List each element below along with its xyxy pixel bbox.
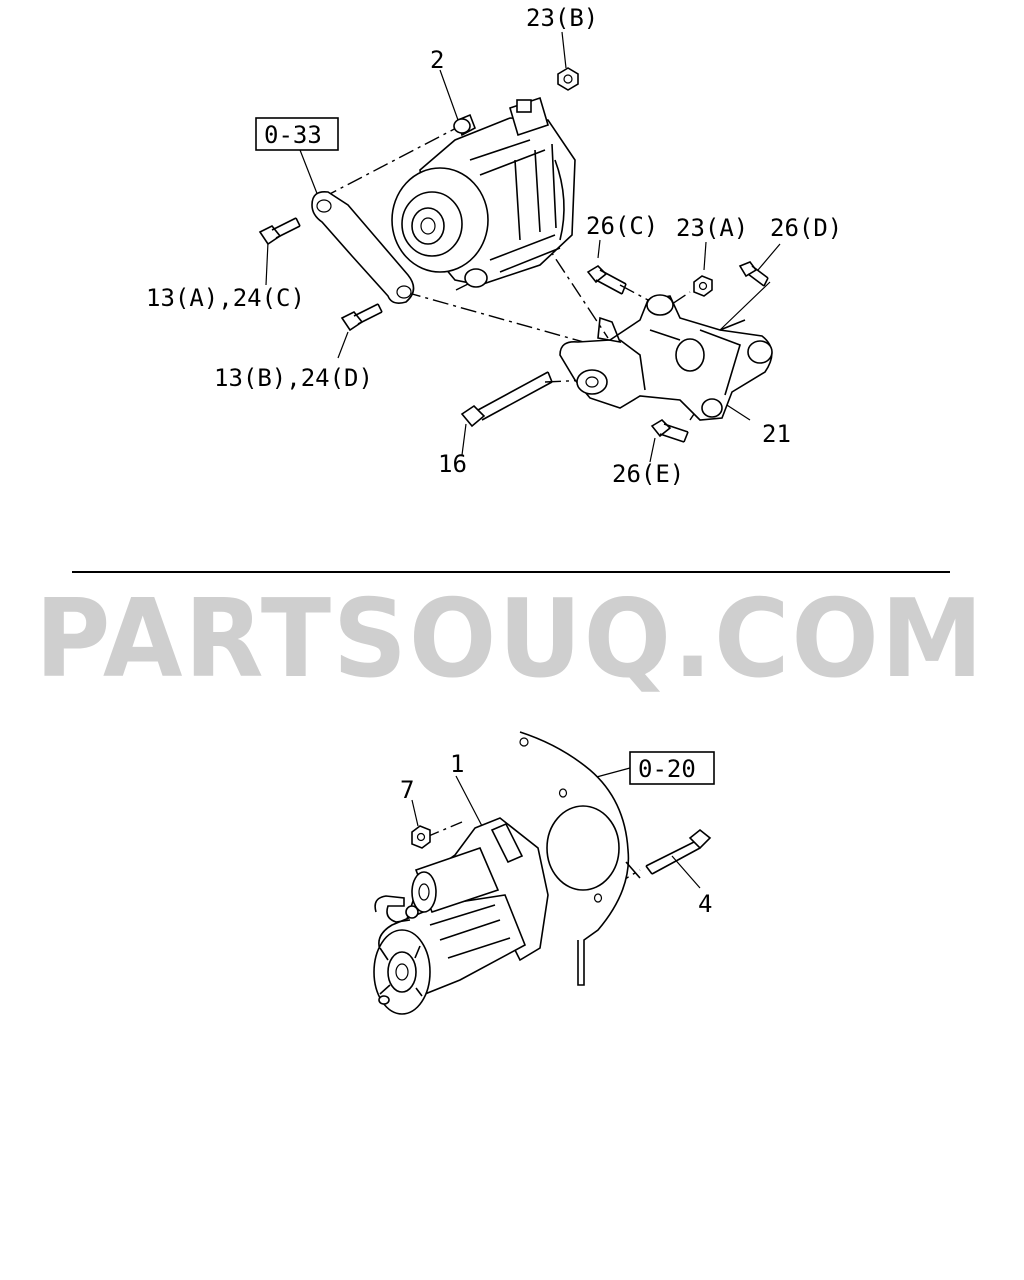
bolt-26e <box>650 418 689 443</box>
flywheel-housing-plate <box>519 731 641 986</box>
bolt-13b <box>340 303 383 332</box>
alternator-bracket <box>559 294 773 421</box>
label-26d[interactable]: 26(D) <box>770 214 842 242</box>
nut-23b <box>557 67 579 91</box>
label-16[interactable]: 16 <box>438 450 467 478</box>
label-26c[interactable]: 26(C) <box>586 212 658 240</box>
label-13a-24c[interactable]: 13(A),24(C) <box>146 284 305 312</box>
label-21[interactable]: 21 <box>762 420 791 448</box>
alternator <box>391 96 576 288</box>
part-labels: 23(B) 2 0-33 26(C) 23(A) 26(D) 13(A),24(… <box>146 4 842 918</box>
reference-box-0-20[interactable] <box>629 751 715 785</box>
label-2[interactable]: 2 <box>430 46 444 74</box>
label-26e[interactable]: 26(E) <box>612 460 684 488</box>
bolt-16 <box>460 371 553 428</box>
reference-box-0-33[interactable] <box>255 117 339 151</box>
starter-motor <box>373 817 549 1015</box>
label-13b-24d[interactable]: 13(B),24(D) <box>214 364 373 392</box>
bolt-4 <box>645 828 712 875</box>
label-23a[interactable]: 23(A) <box>676 214 748 242</box>
label-23b[interactable]: 23(B) <box>526 4 598 32</box>
watermark: PARTSOUQ.COM <box>35 577 985 702</box>
nut-7 <box>411 825 431 849</box>
label-0-20[interactable]: 0-20 <box>638 755 696 783</box>
bolt-26d <box>738 261 769 287</box>
label-4[interactable]: 4 <box>698 890 712 918</box>
bolt-13a <box>258 217 301 246</box>
label-1[interactable]: 1 <box>450 750 464 778</box>
adjusting-strap <box>311 190 415 304</box>
nut-23a <box>693 275 713 297</box>
label-0-33[interactable]: 0-33 <box>264 121 322 149</box>
bolt-26c <box>586 264 627 295</box>
label-7[interactable]: 7 <box>400 776 414 804</box>
